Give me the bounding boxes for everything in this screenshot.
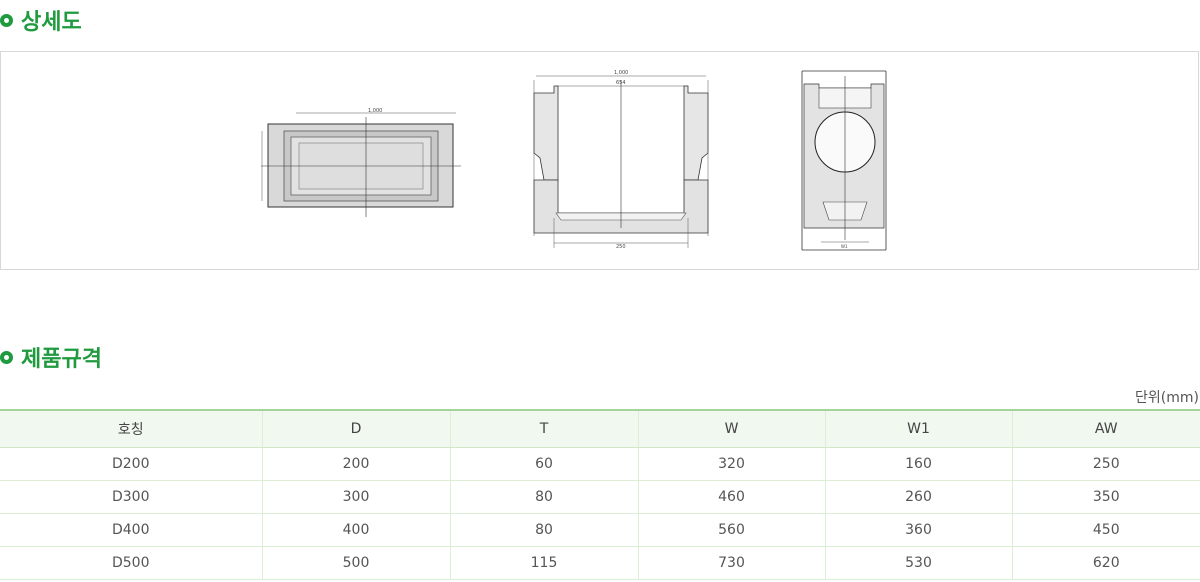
table-cell: 60 xyxy=(449,447,638,481)
table-cell: 620 xyxy=(1011,546,1200,580)
table-cell: D200 xyxy=(0,447,262,481)
front-section-drawing: 1,000 654 250 xyxy=(533,70,709,250)
table-cell: 260 xyxy=(824,480,1012,514)
section-title-text: 제품규격 xyxy=(21,347,102,372)
table-cell: 560 xyxy=(637,513,825,547)
table-cell: 115 xyxy=(449,546,638,580)
table-cell: D300 xyxy=(0,480,262,514)
table-cell: 160 xyxy=(824,447,1012,481)
plan-dim-label: 1,000 xyxy=(368,108,382,114)
table-row: D500 500 115 730 530 620 xyxy=(0,546,1200,580)
circle-bullet-icon xyxy=(0,13,13,27)
table-cell: 350 xyxy=(1011,480,1200,514)
table-cell: 730 xyxy=(637,546,825,580)
table-row: D400 400 80 560 360 450 xyxy=(0,513,1200,547)
table-cell: 500 xyxy=(261,546,450,580)
header-cell: W1 xyxy=(824,409,1012,448)
table-cell: D500 xyxy=(0,546,262,580)
unit-label: 단위(mm) xyxy=(1135,390,1199,406)
table-cell: 400 xyxy=(261,513,450,547)
table-cell: 450 xyxy=(1011,513,1200,547)
header-cell: 호칭 xyxy=(0,409,262,448)
front-dim-top-label: 1,000 xyxy=(614,70,628,76)
header-cell: W xyxy=(637,409,825,448)
header-cell: D xyxy=(261,409,450,448)
table-cell: 530 xyxy=(824,546,1012,580)
table-cell: 80 xyxy=(449,480,638,514)
section-title-spec: 제품규격 xyxy=(0,341,102,373)
circle-bullet-icon xyxy=(0,350,13,364)
front-dim-bottom-label: 250 xyxy=(616,244,626,250)
side-dim-bottom-label: W1 xyxy=(841,244,848,249)
table-cell: 80 xyxy=(449,513,638,547)
table-cell: 360 xyxy=(824,513,1012,547)
plan-view-drawing: 1,000 xyxy=(261,108,461,217)
table-cell: D400 xyxy=(0,513,262,547)
header-cell: T xyxy=(449,409,638,448)
section-title-text: 상세도 xyxy=(21,10,82,35)
table-cell: 300 xyxy=(261,480,450,514)
header-cell: AW xyxy=(1011,409,1200,448)
table-cell: 200 xyxy=(261,447,450,481)
table-row: D200 200 60 320 160 250 xyxy=(0,447,1200,481)
table-cell: 250 xyxy=(1011,447,1200,481)
side-section-drawing: W1 xyxy=(801,70,887,251)
table-cell: 460 xyxy=(637,480,825,514)
section-title-detail: 상세도 xyxy=(0,4,82,36)
table-header-row: 호칭 D T W W1 AW xyxy=(0,409,1200,448)
detail-drawing-panel: 1,000 1,000 654 250 xyxy=(0,51,1199,270)
table-cell: 320 xyxy=(637,447,825,481)
table-row: D300 300 80 460 260 350 xyxy=(0,480,1200,514)
spec-table: 호칭 D T W W1 AW D200 200 60 320 160 250 D… xyxy=(0,409,1200,580)
